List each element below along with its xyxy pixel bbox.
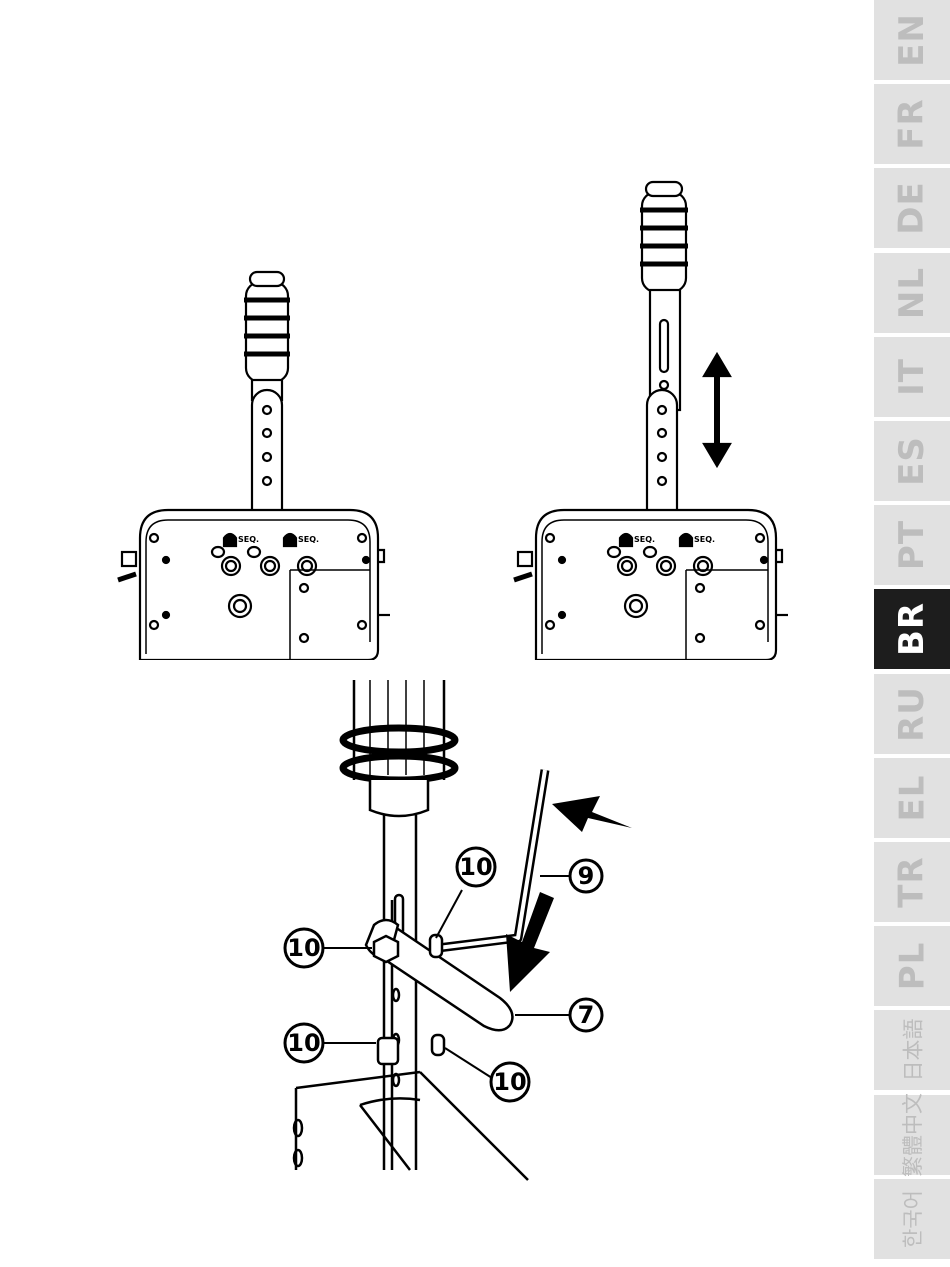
language-tab[interactable]: ES	[874, 421, 950, 501]
language-tab[interactable]: FR	[874, 84, 950, 164]
svg-text:10: 10	[493, 1068, 526, 1096]
callout-screw-lower-right: 10	[491, 1063, 529, 1101]
language-tab-label: ES	[892, 436, 932, 486]
language-tab-label: NL	[892, 267, 932, 319]
figure-handbrake-retracted: SEQ. SEQ.	[100, 270, 420, 660]
figure-handbrake-extended: SEQ. SEQ.	[490, 180, 820, 660]
language-tab-label: 한국어	[897, 1190, 927, 1248]
language-tab[interactable]: PT	[874, 505, 950, 585]
language-tab[interactable]: TR	[874, 842, 950, 922]
language-tab-label: DE	[892, 181, 932, 234]
language-tab[interactable]: RU	[874, 674, 950, 754]
language-tab[interactable]: 한국어	[874, 1179, 950, 1259]
language-tab[interactable]: 繁體中文	[874, 1095, 950, 1175]
language-tab-label: PL	[892, 942, 932, 991]
language-tab-label: FR	[892, 98, 932, 149]
callout-nut-left: 10	[285, 929, 323, 967]
svg-text:7: 7	[578, 1001, 595, 1029]
svg-text:10: 10	[287, 1029, 320, 1057]
svg-text:10: 10	[459, 853, 492, 881]
seq-label-left: SEQ.	[238, 535, 259, 544]
language-tab-label: 繁體中文	[897, 1093, 927, 1177]
language-tab[interactable]: NL	[874, 253, 950, 333]
language-tab-label: 日本語	[897, 1019, 927, 1082]
figure-adjustment-closeup: 9 7 10 10 10 10	[270, 680, 650, 1190]
language-tab-label: RU	[892, 686, 932, 742]
language-tab[interactable]: DE	[874, 168, 950, 248]
language-tab[interactable]: PL	[874, 926, 950, 1006]
handbrake-extended-drawing: SEQ. SEQ.	[490, 180, 820, 660]
callout-screw-top: 10	[457, 848, 495, 886]
language-sidebar: EN FR DE NL IT ES PT BR RU EL TR PL 日本語繁體中文 한국어	[874, 0, 950, 1267]
language-tab-label: TR	[892, 856, 932, 907]
language-tab-label: PT	[892, 520, 932, 570]
push-arrow-icon	[552, 796, 632, 832]
push-down-arrow-icon	[506, 892, 554, 992]
seq-label-left: SEQ.	[634, 535, 655, 544]
svg-text:9: 9	[578, 862, 595, 890]
seq-label-right: SEQ.	[694, 535, 715, 544]
language-tab-label: IT	[892, 358, 932, 396]
adjustment-closeup-drawing: 9 7 10 10 10 10	[270, 680, 650, 1190]
language-tab-label: EL	[892, 775, 932, 822]
handbrake-retracted-drawing: SEQ. SEQ.	[100, 270, 420, 660]
seq-label-right: SEQ.	[298, 535, 319, 544]
language-tab[interactable]: IT	[874, 337, 950, 417]
language-tab[interactable]: EN	[874, 0, 950, 80]
language-tab[interactable]: 日本語	[874, 1010, 950, 1090]
svg-text:10: 10	[287, 934, 320, 962]
language-tab-label: BR	[892, 602, 932, 656]
language-tab-label: EN	[892, 13, 932, 67]
language-tab[interactable]: BR	[874, 589, 950, 669]
callout-hex-key: 9	[570, 860, 602, 892]
callout-wrench: 7	[570, 999, 602, 1031]
language-tab[interactable]: EL	[874, 758, 950, 838]
callout-nut-lower-left: 10	[285, 1024, 323, 1062]
